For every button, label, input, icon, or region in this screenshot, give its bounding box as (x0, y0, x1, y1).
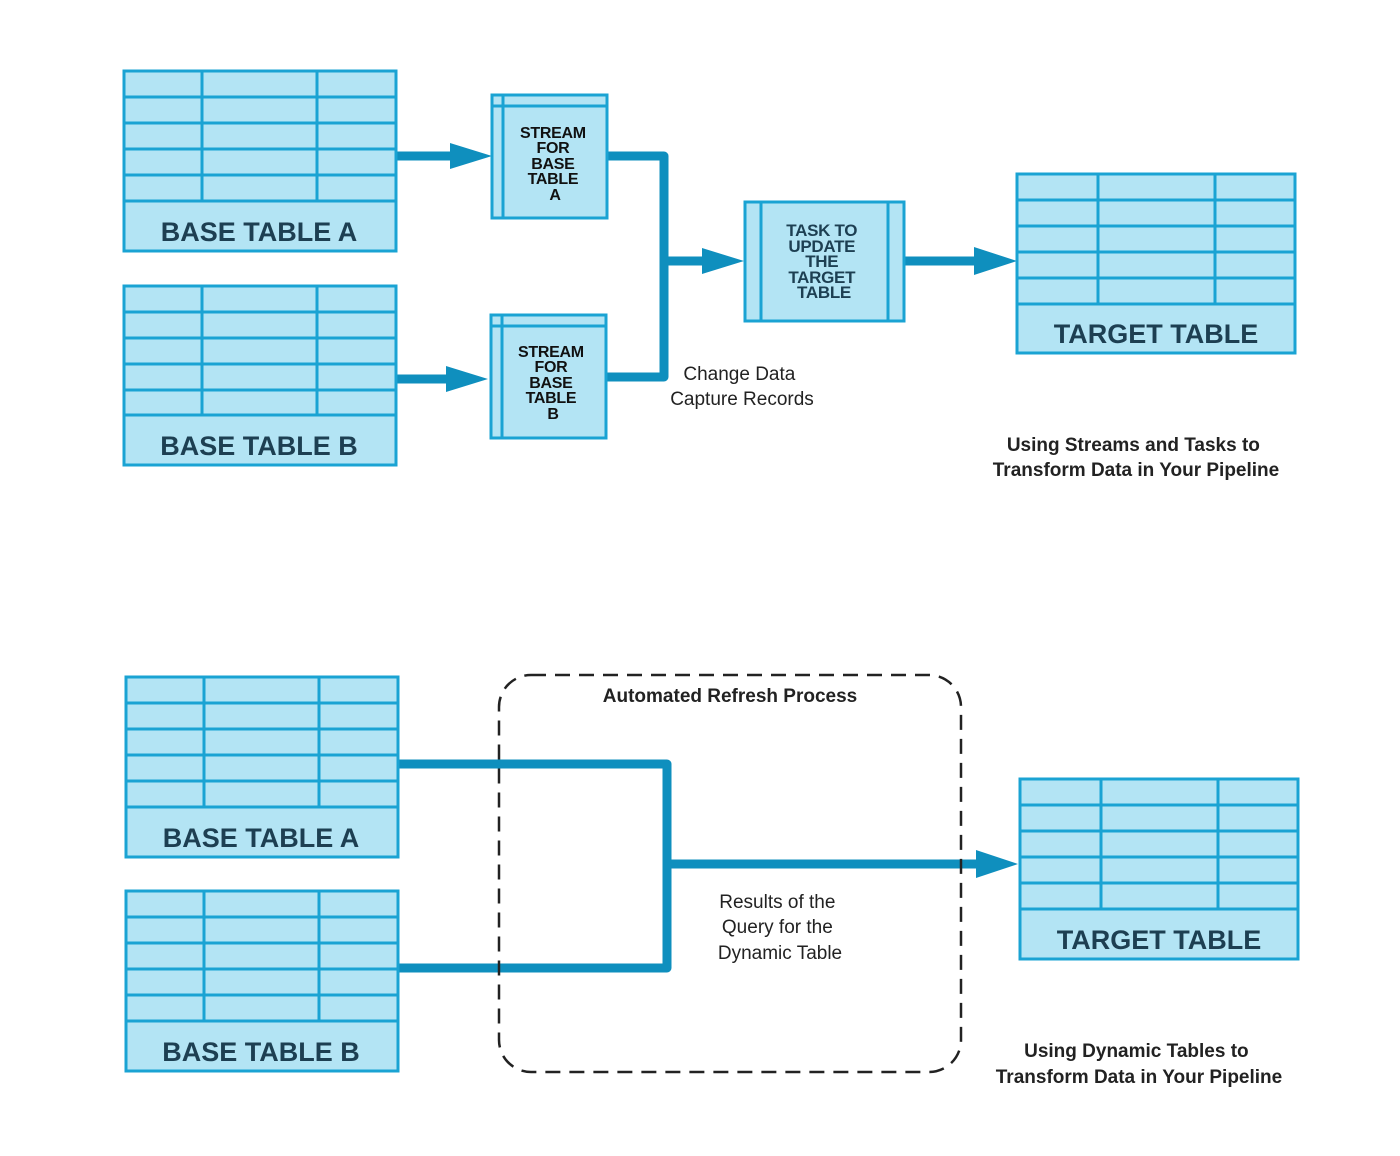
base-table-a-bottom-label: BASE TABLE A (163, 823, 360, 853)
base-table-a-bottom: BASE TABLE A (124, 675, 400, 859)
target-table-bottom-label: TARGET TABLE (1057, 925, 1261, 955)
top-caption-line: Transform Data in Your Pipeline (993, 460, 1279, 481)
top-caption: Using Streams and Tasks to Transform Dat… (993, 435, 1279, 481)
change-data-label: Change Data Capture Records (670, 364, 814, 410)
change-data-line: Capture Records (670, 389, 814, 410)
results-line: Query for the (722, 917, 833, 938)
stream-a-line: A (549, 187, 561, 204)
results-line: Dynamic Table (718, 943, 842, 964)
base-table-b-bottom: BASE TABLE B (124, 889, 400, 1073)
stream-b-line: BASE (529, 375, 573, 392)
base-table-a: BASE TABLE A (122, 69, 398, 253)
stream-b-label: STREAM FOR BASE TABLE B (518, 344, 588, 423)
stream-box-a: STREAM FOR BASE TABLE A (490, 93, 609, 220)
stream-a-line: FOR (536, 140, 570, 157)
stream-b-line: STREAM (518, 344, 584, 361)
top-caption-line: Using Streams and Tasks to (1007, 435, 1260, 456)
bottom-caption-line: Transform Data in Your Pipeline (996, 1067, 1282, 1088)
stream-box-b: STREAM FOR BASE TABLE B (489, 313, 608, 440)
connector-stream-a-to-task (607, 151, 669, 261)
stream-b-line: B (547, 406, 558, 423)
arrowhead-task (702, 248, 744, 274)
arrowhead-target-top (974, 247, 1017, 275)
task-label: TASK TO UPDATE THE TARGET TABLE (786, 221, 861, 302)
bottom-caption: Using Dynamic Tables to Transform Data i… (996, 1041, 1282, 1088)
base-table-b: BASE TABLE B (122, 284, 398, 467)
task-line: TABLE (797, 283, 851, 302)
bottom-caption-line: Using Dynamic Tables to (1024, 1041, 1249, 1062)
task-line: TASK TO (786, 221, 857, 240)
stream-a-line: TABLE (528, 171, 579, 188)
target-table-top-label: TARGET TABLE (1054, 319, 1258, 349)
base-table-b-label: BASE TABLE B (160, 431, 358, 461)
bottom-diagram: Automated Refresh Process BASE TABLE A B… (124, 673, 1300, 1088)
target-table-bottom: TARGET TABLE (1018, 777, 1300, 961)
connector-table-a-to-merge (398, 759, 672, 864)
stream-a-line: BASE (531, 156, 575, 173)
change-data-line: Change Data (683, 364, 795, 385)
bottom-connectors (398, 759, 1018, 973)
connector-stream-b-to-task (607, 261, 669, 382)
process-title: Automated Refresh Process (603, 686, 857, 707)
top-diagram: BASE TABLE A BASE TABLE B STREAM FOR BAS… (122, 69, 1297, 481)
arrowhead-target-bottom (976, 850, 1018, 878)
arrowhead-stream-b (446, 366, 488, 392)
connector-table-b-to-merge (398, 864, 672, 973)
stream-a-line: STREAM (520, 125, 586, 142)
task-line: THE (805, 252, 838, 271)
task-box: TASK TO UPDATE THE TARGET TABLE (743, 200, 906, 323)
top-connectors (396, 143, 1017, 392)
results-line: Results of the (719, 892, 835, 913)
target-table-top: TARGET TABLE (1015, 172, 1297, 355)
arrowhead-stream-a (450, 143, 492, 169)
automated-refresh-process-box (497, 673, 963, 1074)
stream-b-line: FOR (534, 359, 568, 376)
task-line: TARGET (788, 268, 856, 287)
stream-b-line: TABLE (526, 390, 577, 407)
base-table-b-bottom-label: BASE TABLE B (162, 1037, 360, 1067)
stream-a-label: STREAM FOR BASE TABLE A (520, 125, 590, 204)
results-label: Results of the Query for the Dynamic Tab… (718, 892, 842, 964)
base-table-a-label: BASE TABLE A (161, 217, 358, 247)
